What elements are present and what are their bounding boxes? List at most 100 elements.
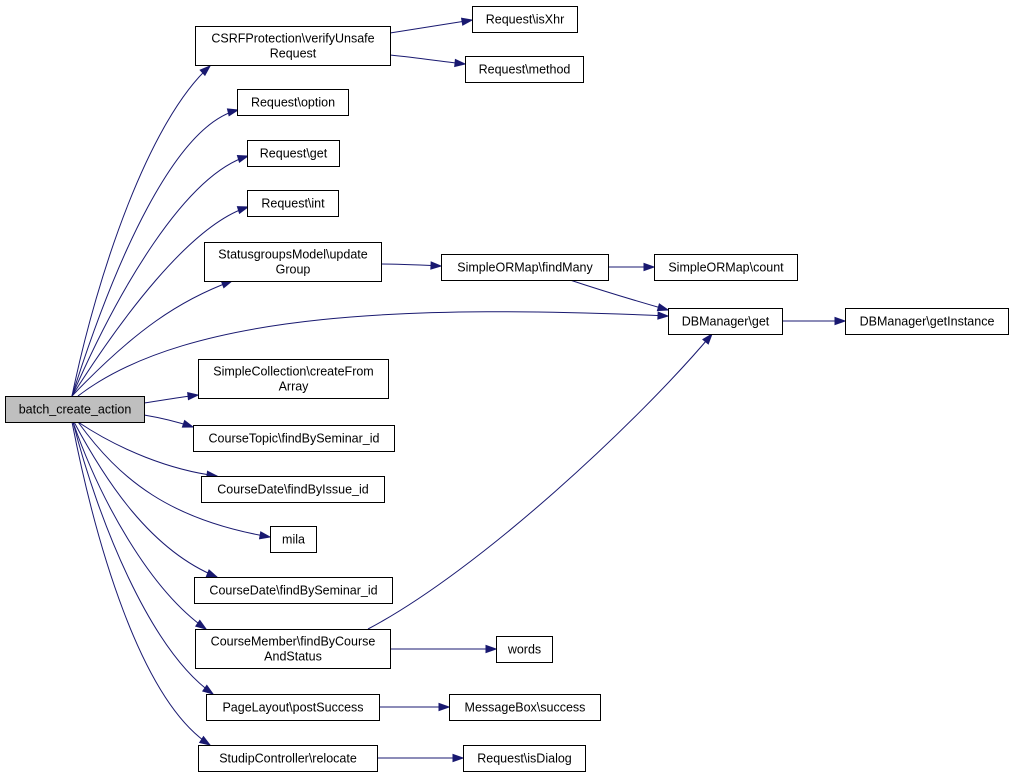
arrowhead-csrf-to-isxhr	[460, 17, 474, 26]
arrowhead-root-to-mila	[258, 531, 272, 540]
node-coursedate_issue[interactable]: CourseDate\findByIssue_id	[201, 476, 385, 503]
node-ormcount[interactable]: SimpleORMap\count	[654, 254, 798, 281]
arrowhead-dbget-to-dbinstance	[834, 316, 847, 326]
node-label-coursemember-1: AndStatus	[264, 650, 322, 664]
edge-line-root-to-coursedate_seminar	[73, 421, 218, 578]
edge-coursemember-to-words	[390, 644, 498, 654]
node-label-option-0: Request\option	[251, 96, 335, 110]
arrowhead-root-to-simplecollection	[187, 391, 200, 401]
node-box-pagelayout[interactable]	[206, 694, 380, 721]
node-box-ormcount[interactable]	[654, 254, 798, 281]
arrowhead-root-to-csrf	[199, 64, 212, 77]
node-box-coursetopic[interactable]	[193, 425, 395, 452]
edge-line-csrf-to-method	[389, 54, 466, 65]
edge-findmany-to-ormcount	[607, 262, 656, 272]
node-box-option[interactable]	[237, 89, 349, 116]
edge-relocate-to-isdialog	[376, 753, 465, 763]
node-messagebox[interactable]: MessageBox\success	[449, 694, 601, 721]
node-box-dbget[interactable]	[668, 308, 783, 335]
node-dbget[interactable]: DBManager\get	[668, 308, 783, 335]
node-label-isxhr-0: Request\isXhr	[486, 13, 565, 27]
node-pagelayout[interactable]: PageLayout\postSuccess	[206, 694, 380, 721]
node-label-csrf-1: Request	[270, 47, 317, 61]
node-label-pagelayout-0: PageLayout\postSuccess	[222, 701, 363, 715]
edge-root-to-get	[71, 155, 250, 397]
node-box-method[interactable]	[465, 56, 584, 83]
edge-line-findmany-to-dbget	[569, 279, 669, 311]
node-box-messagebox[interactable]	[449, 694, 601, 721]
edge-root-to-dbget	[77, 311, 670, 397]
edge-root-to-mila	[77, 421, 272, 540]
node-box-coursedate_seminar[interactable]	[194, 577, 393, 604]
node-box-relocate[interactable]	[198, 745, 378, 772]
node-label-dbget-0: DBManager\get	[682, 315, 770, 329]
node-box-coursedate_issue[interactable]	[201, 476, 385, 503]
edge-coursemember-to-dbget	[367, 332, 713, 630]
edge-root-to-csrf	[71, 64, 212, 397]
node-box-findmany[interactable]	[441, 254, 609, 281]
node-box-int[interactable]	[247, 190, 339, 217]
arrowhead-findmany-to-dbget	[656, 303, 670, 312]
arrowhead-csrf-to-method	[454, 58, 467, 68]
node-box-isdialog[interactable]	[463, 745, 586, 772]
node-words[interactable]: words	[496, 636, 553, 663]
node-label-statusgroups-0: StatusgroupsModel\update	[218, 248, 367, 262]
node-label-csrf-0: CSRFProtection\verifyUnsafe	[211, 32, 374, 46]
edge-root-to-int	[71, 206, 250, 397]
node-method[interactable]: Request\method	[465, 56, 584, 83]
edge-root-to-coursetopic	[143, 414, 195, 428]
node-mila[interactable]: mila	[270, 526, 317, 553]
node-box-simplecollection[interactable]	[198, 359, 389, 399]
arrowhead-root-to-coursemember	[194, 619, 208, 630]
node-label-coursedate_seminar-0: CourseDate\findBySeminar_id	[209, 584, 377, 598]
node-box-get[interactable]	[247, 140, 340, 167]
node-label-coursemember-0: CourseMember\findByCourse	[211, 635, 376, 649]
node-box-isxhr[interactable]	[472, 6, 578, 33]
node-box-root[interactable]	[5, 396, 145, 423]
node-label-mila-0: mila	[282, 533, 305, 547]
edge-line-root-to-pagelayout	[72, 421, 214, 695]
edge-root-to-simplecollection	[143, 391, 200, 404]
node-isxhr[interactable]: Request\isXhr	[472, 6, 578, 33]
edge-line-root-to-get	[71, 155, 249, 397]
node-box-coursemember[interactable]	[195, 629, 391, 669]
edge-line-root-to-option	[71, 109, 239, 397]
edge-line-root-to-coursedate_issue	[77, 421, 218, 477]
edge-line-root-to-relocate	[71, 421, 211, 746]
node-label-messagebox-0: MessageBox\success	[465, 701, 586, 715]
arrowhead-root-to-pagelayout	[201, 684, 215, 695]
arrowhead-root-to-int	[236, 206, 250, 215]
node-coursedate_seminar[interactable]: CourseDate\findBySeminar_id	[194, 577, 393, 604]
node-box-csrf[interactable]	[195, 26, 391, 66]
node-box-mila[interactable]	[270, 526, 317, 553]
node-relocate[interactable]: StudipController\relocate	[198, 745, 378, 772]
arrowhead-relocate-to-isdialog	[452, 753, 465, 763]
arrowhead-statusgroups-to-findmany	[430, 261, 443, 270]
edge-root-to-coursedate_seminar	[73, 421, 219, 578]
arrowhead-root-to-dbget	[657, 311, 670, 320]
edge-line-root-to-statusgroups	[71, 280, 233, 397]
node-label-simplecollection-0: SimpleCollection\createFrom	[213, 365, 373, 379]
node-box-statusgroups[interactable]	[204, 242, 382, 282]
edges-layer	[71, 17, 847, 763]
node-get[interactable]: Request\get	[247, 140, 340, 167]
node-dbinstance[interactable]: DBManager\getInstance	[845, 308, 1009, 335]
node-findmany[interactable]: SimpleORMap\findMany	[441, 254, 609, 281]
node-box-words[interactable]	[496, 636, 553, 663]
node-isdialog[interactable]: Request\isDialog	[463, 745, 586, 772]
node-label-coursedate_issue-0: CourseDate\findByIssue_id	[217, 483, 369, 497]
edge-line-coursemember-to-dbget	[367, 333, 713, 630]
node-root[interactable]: batch_create_action	[5, 396, 145, 423]
arrowhead-root-to-coursetopic	[181, 419, 195, 428]
node-label-statusgroups-1: Group	[276, 263, 311, 277]
node-box-dbinstance[interactable]	[845, 308, 1009, 335]
node-coursetopic[interactable]: CourseTopic\findBySeminar_id	[193, 425, 395, 452]
node-int[interactable]: Request\int	[247, 190, 339, 217]
arrowhead-root-to-statusgroups	[220, 280, 234, 289]
node-option[interactable]: Request\option	[237, 89, 349, 116]
edge-root-to-pagelayout	[72, 421, 215, 695]
